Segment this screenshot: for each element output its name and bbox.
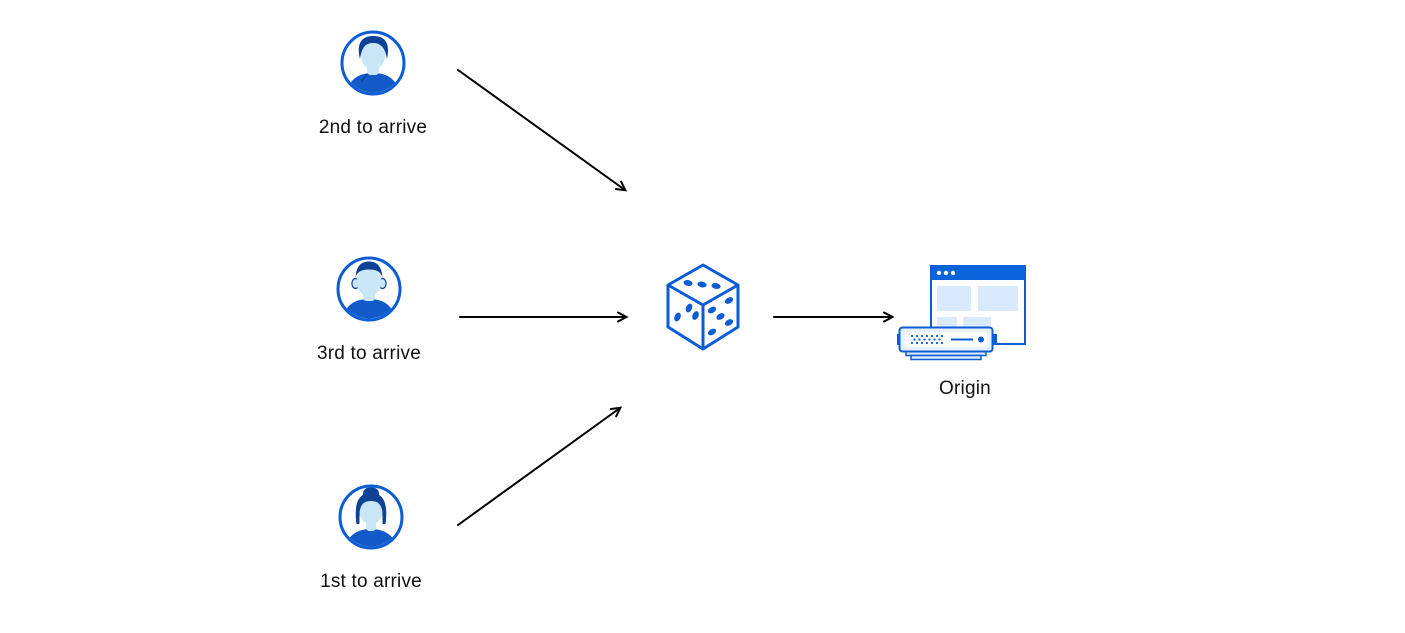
dice-icon — [666, 263, 740, 351]
avatar-man-swept-hair-icon — [340, 30, 406, 96]
server-vent-dots — [910, 334, 944, 345]
node-visitor-third: 3rd to arrive — [299, 256, 439, 365]
arrow-visitor-first-to-dice — [457, 406, 623, 526]
server-icon — [897, 326, 997, 361]
node-random-selector — [665, 262, 741, 352]
node-label-visitor-third: 3rd to arrive — [317, 343, 421, 364]
server-led — [978, 336, 984, 343]
node-label-visitor-first: 1st to arrive — [320, 571, 422, 592]
dice-left-face-pips — [674, 303, 699, 322]
node-visitor-first: 1st to arrive — [301, 484, 441, 593]
node-label-visitor-second: 2nd to arrive — [318, 117, 428, 138]
node-label-origin: Origin — [939, 378, 991, 399]
dice-right-face-pips — [707, 297, 734, 336]
node-visitor-second: 2nd to arrive — [303, 30, 443, 139]
arrow-visitor-second-to-dice — [457, 69, 628, 192]
avatar-man-short-hair-icon — [336, 256, 402, 322]
avatar-woman-bun-icon — [338, 484, 404, 550]
dice-top-face-pips — [683, 280, 721, 289]
node-origin: Origin — [890, 263, 1040, 403]
